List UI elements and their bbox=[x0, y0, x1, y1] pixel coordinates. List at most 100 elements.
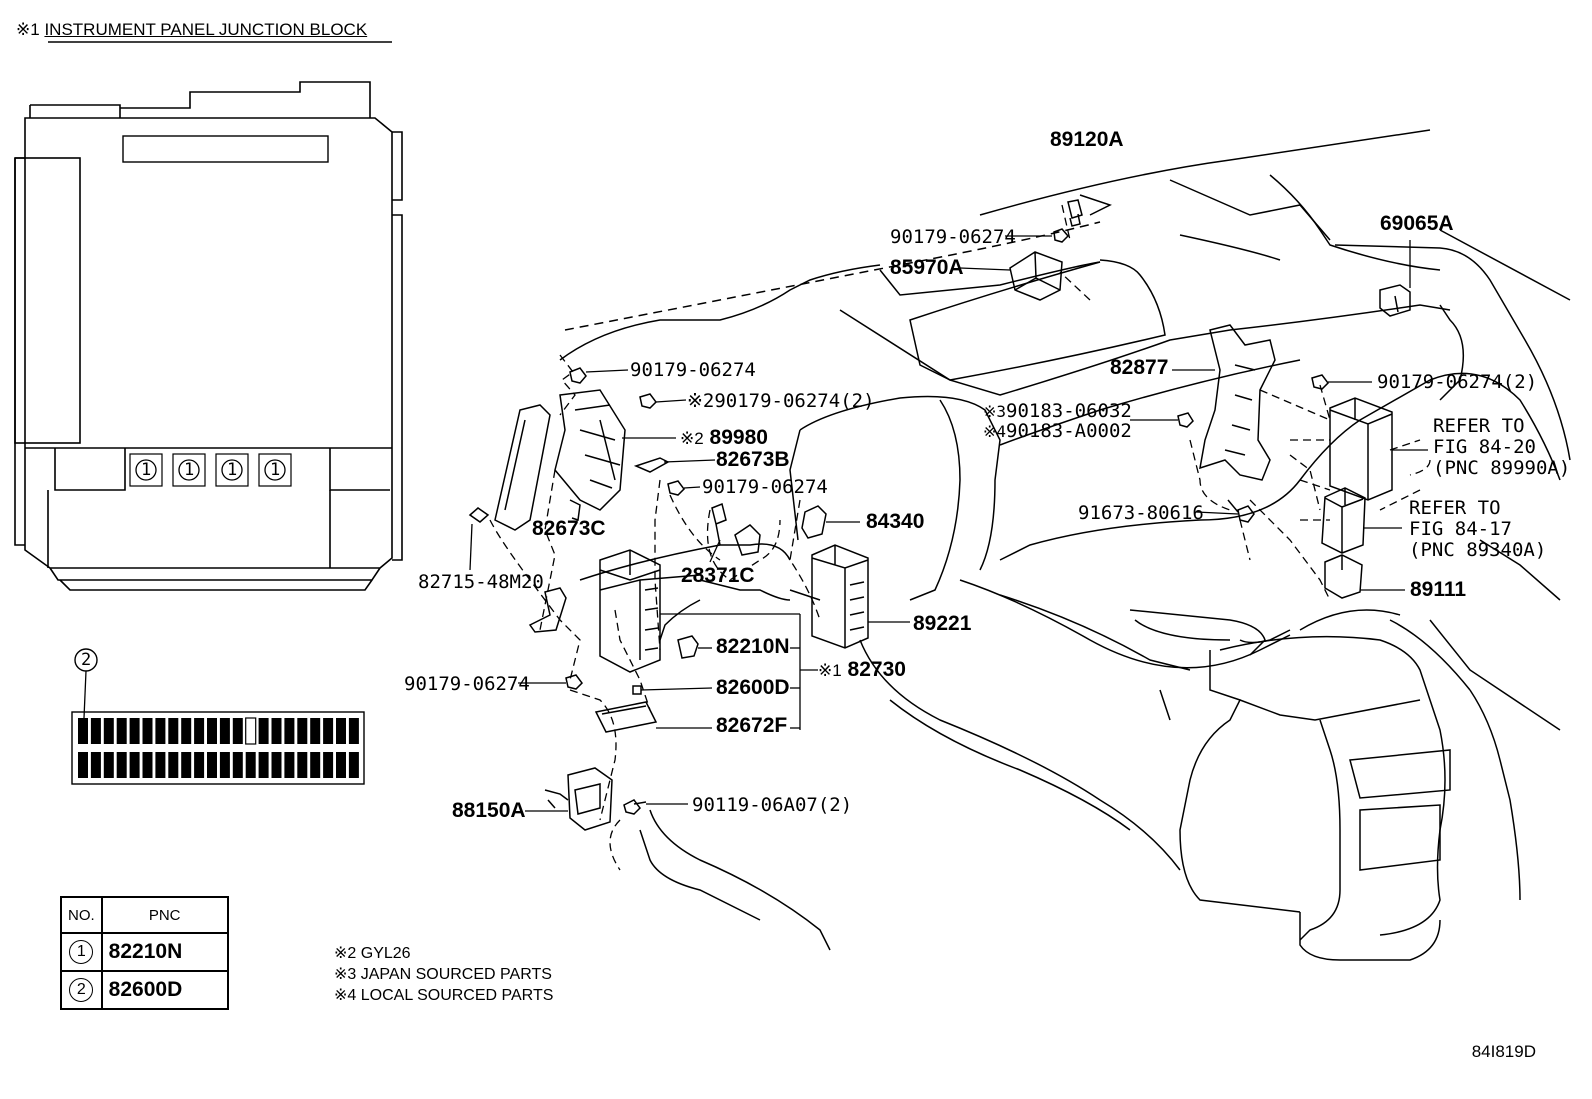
fuse-cell bbox=[271, 752, 282, 778]
part-label-82210N[interactable]: 82210N bbox=[716, 635, 790, 658]
part-label-90179-b[interactable]: 90179-06274 bbox=[702, 476, 828, 498]
fuse-cell bbox=[129, 718, 140, 744]
row-number-cell: 2 bbox=[60, 970, 103, 1010]
part-label-82672F[interactable]: 82672F bbox=[716, 714, 788, 737]
part-label-89980[interactable]: ※2 89980 bbox=[680, 427, 768, 449]
note-4: ※4 LOCAL SOURCED PARTS bbox=[334, 987, 554, 1004]
table-header-row: NO. PNC bbox=[60, 896, 229, 934]
fuse-cell bbox=[116, 752, 127, 778]
col-pnc-header: PNC bbox=[100, 896, 229, 934]
part-label-82730[interactable]: ※1 82730 bbox=[818, 659, 906, 681]
fuse-cell bbox=[90, 752, 101, 778]
pnc-table: NO. PNC 1 82210N 2 82600D bbox=[60, 896, 229, 1010]
fuse-cell bbox=[297, 718, 308, 744]
part-label-91673[interactable]: 91673-80616 bbox=[1078, 502, 1204, 524]
part-number: 90179-06274(2) bbox=[714, 390, 875, 412]
part-label-89221[interactable]: 89221 bbox=[913, 612, 972, 635]
part-label-85970A[interactable]: 85970A bbox=[890, 256, 964, 279]
relay-mark-2: 1 bbox=[184, 460, 195, 480]
part-label-82877[interactable]: 82877 bbox=[1110, 356, 1169, 379]
part-label-90179-2a[interactable]: ※290179-06274(2) bbox=[687, 391, 875, 411]
fuse-cell bbox=[168, 752, 179, 778]
fuse-cell bbox=[336, 718, 346, 744]
row-number-cell: 1 bbox=[60, 932, 103, 972]
fuse-cell bbox=[323, 718, 334, 744]
part-label-82673B[interactable]: 82673B bbox=[716, 448, 790, 471]
fuse-cell bbox=[142, 718, 153, 744]
fuse-cell bbox=[245, 717, 257, 745]
row-pnc: 82210N bbox=[100, 932, 229, 972]
part-label-82673C[interactable]: 82673C bbox=[532, 517, 606, 540]
dashed-guides bbox=[489, 204, 1431, 871]
fuse-cell bbox=[90, 718, 101, 744]
part-label-90183-b[interactable]: ※490183-A0002 bbox=[983, 421, 1132, 442]
fuse-cell bbox=[310, 752, 321, 778]
dashboard-outline bbox=[559, 129, 1571, 961]
fuse-cell bbox=[310, 718, 321, 744]
fuse-cell bbox=[258, 752, 269, 778]
part-label-89111[interactable]: 89111 bbox=[1410, 578, 1467, 601]
junction-block-drawing bbox=[14, 81, 403, 591]
refer-note-1-line3: (PNC 89990A) bbox=[1433, 457, 1571, 479]
fuse-cell bbox=[219, 752, 230, 778]
fuse-cell bbox=[194, 752, 205, 778]
part-label-82600D[interactable]: 82600D bbox=[716, 676, 790, 699]
fuse-cell bbox=[336, 752, 346, 778]
fuse-cell bbox=[284, 752, 295, 778]
part-label-82715[interactable]: 82715-48M20 bbox=[418, 571, 544, 593]
part-label-90183-a[interactable]: ※390183-06032 bbox=[983, 401, 1132, 422]
part-label-90179-a[interactable]: 90179-06274 bbox=[630, 359, 756, 381]
fuse-cell bbox=[116, 718, 127, 744]
fuse-cell bbox=[348, 718, 359, 744]
part-label-90119[interactable]: 90119-06A07(2) bbox=[692, 794, 853, 816]
fuse-cell bbox=[78, 752, 88, 778]
fuse-cell bbox=[142, 752, 153, 778]
part-label-90179-c[interactable]: 90179-06274 bbox=[404, 673, 530, 695]
table-row: 2 82600D bbox=[60, 970, 229, 1010]
table-row: 1 82210N bbox=[60, 932, 229, 972]
note-2: ※2 GYL26 bbox=[334, 945, 411, 962]
fuse-cell bbox=[271, 718, 282, 744]
fuse-cell bbox=[181, 718, 192, 744]
refer-note-1-line1: REFER TO bbox=[1433, 415, 1525, 437]
fuse-cell bbox=[207, 718, 217, 744]
fuse-cell bbox=[232, 752, 243, 778]
fuse-cell bbox=[207, 752, 217, 778]
fuse-cell bbox=[181, 752, 192, 778]
row-pnc: 82600D bbox=[100, 970, 229, 1010]
fuse-cell bbox=[194, 718, 205, 744]
part-label-69065A[interactable]: 69065A bbox=[1380, 212, 1454, 235]
header-title: INSTRUMENT PANEL JUNCTION BLOCK bbox=[44, 20, 368, 39]
note-mark: ※2 bbox=[680, 429, 704, 448]
note-mark: ※3 bbox=[983, 402, 1007, 421]
diagram-header: ※1 INSTRUMENT PANEL JUNCTION BLOCK bbox=[16, 20, 367, 40]
fuse-cell bbox=[245, 752, 256, 778]
part-number: 90183-A0002 bbox=[1006, 420, 1132, 442]
fuse-block-drawing bbox=[71, 648, 365, 785]
note-mark: ※2 bbox=[687, 390, 715, 412]
part-label-28371C[interactable]: 28371C bbox=[681, 564, 755, 587]
fuse-cell bbox=[348, 752, 359, 778]
part-label-88150A[interactable]: 88150A bbox=[452, 799, 526, 822]
fuse-cell bbox=[155, 718, 166, 744]
relay-mark-3: 1 bbox=[227, 460, 238, 480]
fuse-cell bbox=[284, 718, 295, 744]
note-3: ※3 JAPAN SOURCED PARTS bbox=[334, 966, 552, 983]
refer-note-2-line3: (PNC 89340A) bbox=[1409, 539, 1547, 561]
row-number: 2 bbox=[69, 978, 94, 1002]
component-shapes bbox=[468, 199, 1411, 831]
note-mark: ※1 bbox=[818, 661, 842, 680]
part-label-90179-r[interactable]: 90179-06274(2) bbox=[1377, 371, 1538, 393]
col-no-header: NO. bbox=[60, 896, 103, 934]
part-label-84340[interactable]: 84340 bbox=[866, 510, 925, 533]
fuse-cell bbox=[297, 752, 308, 778]
note-mark: ※4 bbox=[983, 422, 1007, 441]
fuse-cell bbox=[258, 718, 269, 744]
row-number: 1 bbox=[69, 940, 94, 964]
fuse-cell bbox=[78, 718, 88, 744]
part-label-89120A[interactable]: 89120A bbox=[1050, 128, 1124, 151]
part-label-90179-top[interactable]: 90179-06274 bbox=[890, 226, 1016, 248]
relay-mark-4: 1 bbox=[270, 460, 281, 480]
